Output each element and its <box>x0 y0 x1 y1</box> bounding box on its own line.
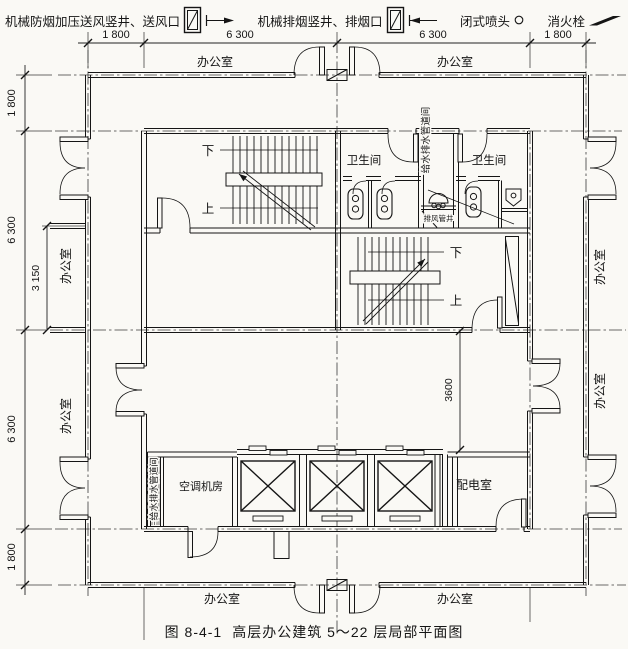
figure-caption: 图 8-4-1 高层办公建筑 5～22 层局部平面图 <box>0 622 628 642</box>
stall-door-swings <box>352 180 479 195</box>
elevator-doors <box>248 445 425 522</box>
sanitary-fixtures <box>347 180 522 220</box>
figure-title: 高层办公建筑 5～22 层局部平面图 <box>232 624 464 640</box>
room-label-pipe-duct-bottom: 给水排水管道间 <box>148 457 159 520</box>
dimension-lines <box>24 42 596 595</box>
legend-item-hydrant: 消火栓 <box>547 11 623 30</box>
airflow-in-arrow-icon <box>408 14 437 26</box>
dim-top-3: 6 300 <box>419 29 447 41</box>
room-label-toilet-left: 卫生间 <box>347 153 382 167</box>
dim-left-1: 1 800 <box>6 89 18 117</box>
door-swings <box>59 46 617 614</box>
legend-label-supply: 机械防烟加压送风竖井、送风口 <box>5 14 181 29</box>
room-label-office-top-right: 办公室 <box>437 54 473 69</box>
dim-left-4: 1 800 <box>6 543 18 571</box>
axis-grid-lines <box>50 40 626 634</box>
stair2-down-label: 下 <box>450 246 463 260</box>
hvac-room-walls <box>147 451 238 527</box>
staircase-1 <box>220 136 323 231</box>
legend-label-exhaust: 机械排烟竖井、排烟口 <box>257 14 383 29</box>
airflow-out-arrow-icon <box>205 14 235 26</box>
stair1-down-label: 下 <box>202 144 215 158</box>
dimension-extension-lines <box>16 32 587 640</box>
room-label-office-west-lower: 办公室 <box>58 398 73 434</box>
dim-top-1: 1 800 <box>102 29 130 41</box>
stair1-up-label: 上 <box>202 202 215 216</box>
smoke-shafts <box>273 69 519 591</box>
legend-item-sprinkler: 闭式喷头 <box>460 11 525 30</box>
exhaust-shaft-icon <box>386 6 404 34</box>
room-label-office-top-left: 办公室 <box>197 54 233 69</box>
toilet-fixture <box>465 186 482 218</box>
doors <box>59 46 617 614</box>
legend-label-hydrant: 消火栓 <box>547 14 585 29</box>
dimension-ticks <box>20 38 591 590</box>
room-label-office-bottom-left: 办公室 <box>204 591 240 606</box>
dim-left-2: 6 300 <box>6 216 18 244</box>
electrical-room-walls <box>447 451 530 527</box>
closed-sprinkler-icon <box>514 15 524 25</box>
dim-top-2: 6 300 <box>226 29 254 41</box>
dim-lobby-width: 3600 <box>443 378 455 402</box>
legend: 机械防烟加压送风竖井、送风口 机械排烟竖井、排烟口 闭式喷头 <box>0 5 628 35</box>
room-label-office-east-lower: 办公室 <box>592 373 607 409</box>
dim-left-3: 6 300 <box>6 415 18 443</box>
room-label-office-west-upper: 办公室 <box>58 248 73 284</box>
fire-hydrant-icon <box>588 15 621 25</box>
toilet-walls <box>343 133 528 228</box>
pipe-strip-hatch <box>151 459 160 525</box>
elevator-shafts <box>240 460 433 512</box>
room-label-pipe-duct-top: 给水排水管道间 <box>420 107 432 174</box>
legend-item-supply: 机械防烟加压送风竖井、送风口 <box>5 6 235 34</box>
core-walls <box>141 128 533 532</box>
supply-shaft-icon <box>183 6 202 34</box>
dim-left-inner: 3 150 <box>30 265 42 291</box>
room-label-electrical: 配电室 <box>456 477 492 492</box>
urinal <box>505 188 522 207</box>
toilet-fixture <box>376 188 393 220</box>
figure-number: 图 8-4-1 <box>164 624 223 640</box>
room-label-exhaust-duct: 排风管井 <box>424 213 454 223</box>
legend-label-sprinkler: 闭式喷头 <box>459 14 510 29</box>
door-leaves <box>59 46 617 614</box>
pipe-room-leader-line <box>427 189 515 225</box>
dim-top-4: 1 800 <box>544 29 572 41</box>
room-label-toilet-right: 卫生间 <box>472 153 507 167</box>
stair2-up-label: 上 <box>450 294 463 308</box>
room-label-office-bottom-right: 办公室 <box>437 591 473 606</box>
toilet-fixture <box>347 188 364 220</box>
staircase-2 <box>349 237 444 325</box>
legend-item-exhaust: 机械排烟竖井、排烟口 <box>257 6 437 34</box>
mop-basin <box>428 193 449 210</box>
room-label-hvac: 空调机房 <box>179 479 223 493</box>
room-label-office-east-upper: 办公室 <box>592 249 607 285</box>
